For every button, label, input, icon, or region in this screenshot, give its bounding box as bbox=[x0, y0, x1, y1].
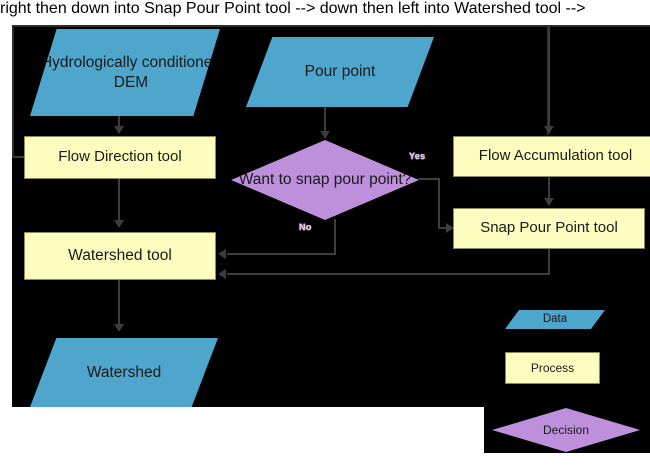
legend-label-process: Process bbox=[530, 360, 575, 375]
node-watershed-tool[interactable]: Watershed tool bbox=[24, 232, 216, 280]
connector-dem-to-flow-direction bbox=[118, 112, 120, 128]
node-label: Watershed tool bbox=[68, 247, 172, 265]
node-label: Want to snap pour point? bbox=[238, 171, 412, 189]
legend-label-decision: Decision bbox=[542, 422, 590, 437]
connector-flow-accumulation-to-snap-pour-point bbox=[548, 177, 550, 199]
arrowhead-watershed-tool-in-snap bbox=[218, 269, 226, 279]
node-hydrologically-conditioned-dem[interactable]: Hydrologically conditioned DEM bbox=[30, 29, 220, 116]
node-label: Snap Pour Point tool bbox=[480, 219, 618, 237]
legend-item-data: Data bbox=[505, 310, 605, 329]
arrowhead-watershed-tool-in-no bbox=[218, 249, 226, 259]
node-flow-accumulation-tool[interactable]: Flow Accumulation tool bbox=[453, 136, 650, 177]
node-flow-direction-tool[interactable]: Flow Direction tool bbox=[24, 136, 216, 179]
node-label: Flow Direction tool bbox=[58, 148, 182, 166]
panel-border-top bbox=[12, 25, 650, 27]
legend-label-data: Data bbox=[542, 313, 568, 326]
legend-item-process: Process bbox=[505, 352, 600, 384]
arrowhead-snap-pour-point-in-left bbox=[446, 223, 454, 233]
connector-left-stub-to-flow-direction bbox=[14, 156, 26, 158]
connector-pour-point-to-decision bbox=[324, 107, 326, 133]
connector-decision-yes-vertical bbox=[438, 178, 440, 228]
arrowhead-watershed-in bbox=[114, 324, 124, 332]
node-watershed[interactable]: Watershed bbox=[30, 338, 218, 407]
arrowhead-flow-accumulation-in bbox=[544, 126, 554, 134]
connector-flow-direction-to-watershed-tool bbox=[118, 179, 120, 221]
node-label: Hydrologically conditioned DEM bbox=[40, 54, 222, 91]
node-label: Watershed bbox=[86, 363, 162, 381]
edge-label-no: No bbox=[299, 222, 312, 232]
connector-watershed-tool-to-watershed bbox=[118, 280, 120, 325]
node-pour-point[interactable]: Pour point bbox=[246, 37, 434, 107]
edge-label-yes: Yes bbox=[409, 151, 426, 161]
connector-decision-no-vertical bbox=[334, 219, 336, 255]
connector-snap-pour-point-vertical bbox=[548, 249, 550, 275]
connector-decision-yes-horizontal bbox=[418, 178, 440, 180]
panel-border-left bbox=[12, 25, 14, 158]
arrowhead-flow-direction-in bbox=[114, 126, 124, 134]
connector-top-rail-to-flow-accumulation bbox=[548, 27, 550, 127]
arrowhead-decision-in bbox=[320, 131, 330, 139]
connector-decision-yes-entry bbox=[438, 227, 448, 229]
arrowhead-snap-pour-point-in-top bbox=[544, 198, 554, 206]
node-snap-pour-point-tool[interactable]: Snap Pour Point tool bbox=[453, 208, 645, 249]
connector-snap-pour-point-horizontal bbox=[227, 273, 550, 275]
node-label: Flow Accumulation tool bbox=[478, 147, 633, 165]
arrowhead-watershed-tool-in-top bbox=[114, 220, 124, 228]
node-label: Pour point bbox=[304, 63, 376, 81]
connector-decision-no-horizontal bbox=[227, 253, 336, 255]
